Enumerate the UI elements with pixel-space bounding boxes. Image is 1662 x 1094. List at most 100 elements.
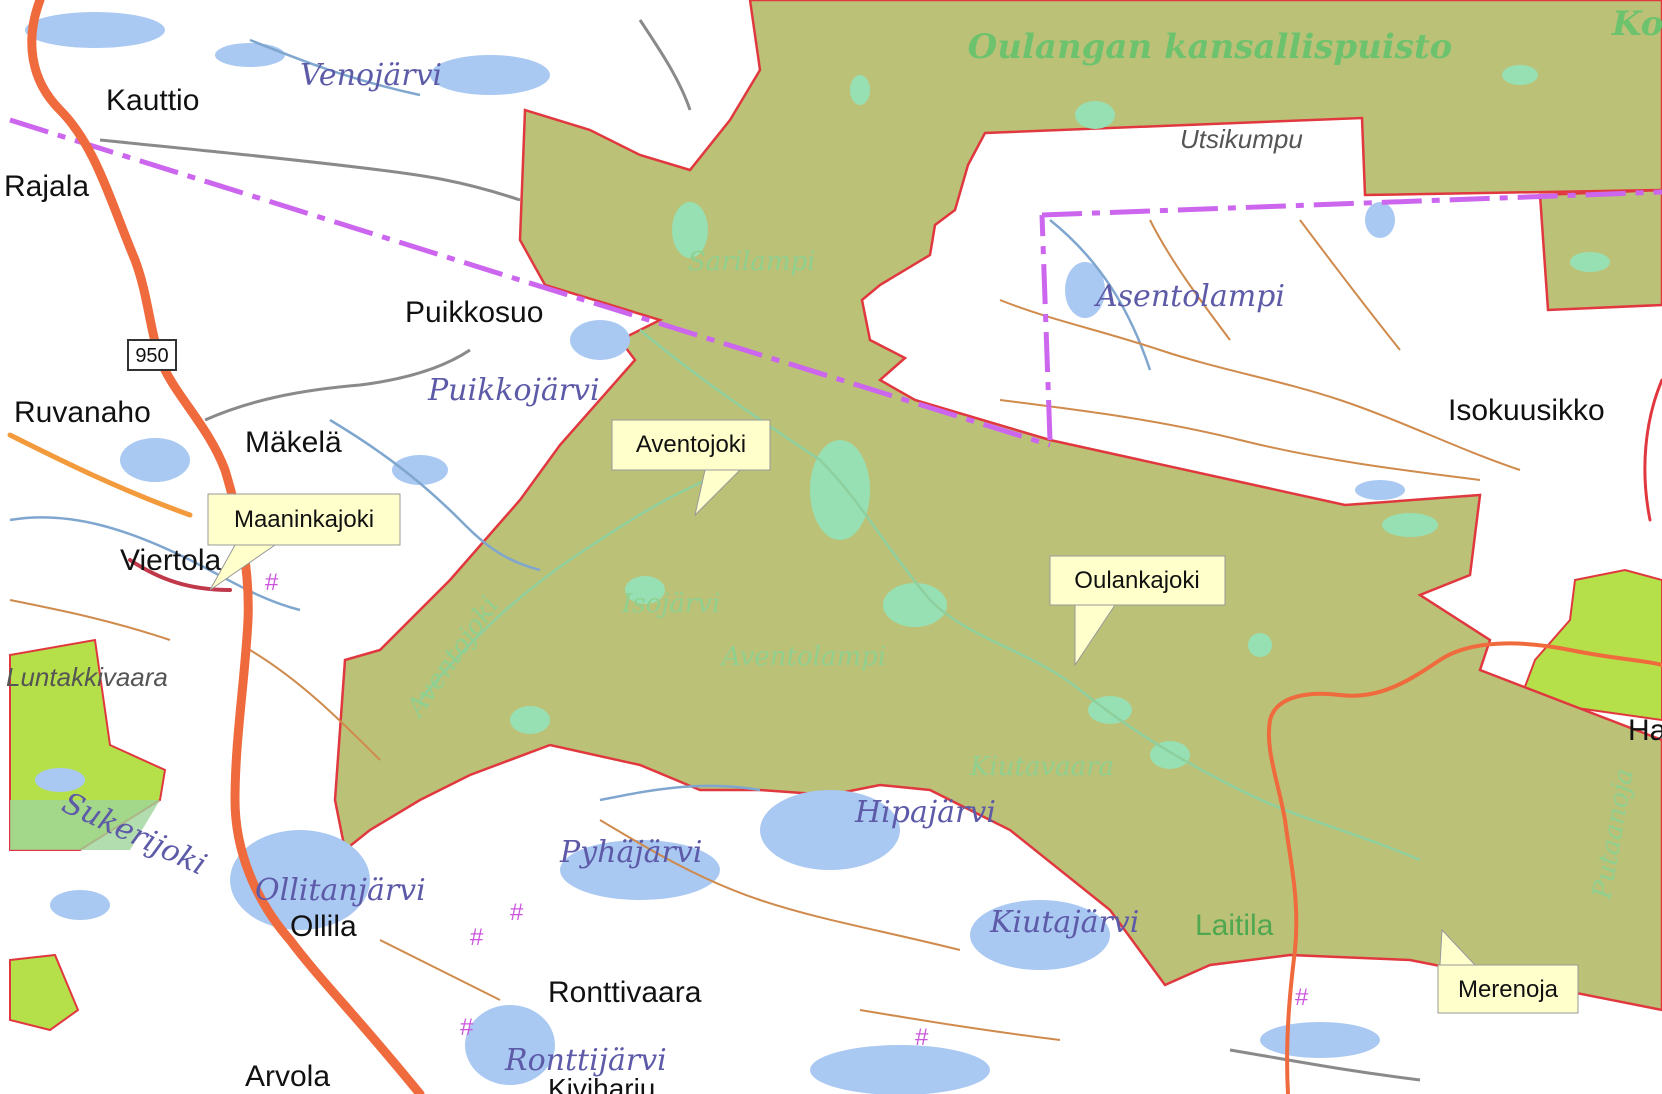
boundary-line-main: [9, 117, 1051, 448]
park-lake-1: [810, 440, 870, 540]
lake-venojarvi: [430, 55, 550, 95]
track-8: [379, 939, 501, 1001]
terrain-labels: Utsikumpu Luntakkivaara: [6, 124, 1303, 692]
label-ronttivaara: Ronttivaara: [548, 976, 702, 1009]
callout-merenoja-box: [1437, 964, 1579, 1014]
park-lake-6: [1502, 65, 1538, 85]
park-lake-isojarvi: [625, 576, 665, 604]
label-ollitanjarvi: Ollitanjärvi: [255, 873, 426, 908]
lakes: [25, 12, 1405, 1094]
label-kiutajarvi: Kiutajärvi: [989, 905, 1139, 940]
label-ronttijarvi: Ronttijärvi: [504, 1043, 667, 1078]
callout-maaninkajoki-label: Maaninkajoki: [234, 506, 374, 533]
callout-oulankajoki-label: Oulankajoki: [1074, 567, 1199, 594]
label-laitila: Laitila: [1195, 909, 1274, 942]
park-labels: Oulangan kansallispuisto Kol: [968, 4, 1662, 67]
place-labels: Kauttio Rajala Puikkosuo Ruvanaho Mäkelä…: [4, 84, 1662, 1094]
label-pyhajarvi: Pyhäjärvi: [559, 835, 702, 870]
callout-maaninkajoki-box: [207, 493, 401, 546]
track-2: [999, 399, 1481, 481]
park-polygon-right: [1538, 188, 1662, 312]
hash-marker-4: #: [460, 1014, 474, 1041]
road-orange-left: [7, 432, 193, 518]
grey-road-4: [1229, 1048, 1421, 1082]
label-utsikumpu: Utsikumpu: [1180, 124, 1303, 154]
reserve-right: [1518, 568, 1662, 722]
lake-hipajarvi: [760, 790, 900, 870]
track-9: [859, 1009, 1061, 1041]
label-isojarvi: Isojärvi: [621, 589, 720, 619]
road-red-right: [1643, 378, 1662, 522]
hash-marker-2: #: [510, 899, 524, 926]
lake-top-2: [215, 43, 285, 67]
road-shield-box: [127, 339, 177, 371]
track-4: [1299, 219, 1401, 351]
lake-bottom-1: [810, 1045, 990, 1094]
national-park-area: [333, 0, 1662, 1012]
lake-left-small-3: [35, 768, 85, 792]
callout-merenoja-label: Merenoja: [1458, 976, 1559, 1003]
park-lake-2: [883, 583, 947, 627]
track-5: [599, 819, 961, 951]
track-1: [999, 299, 1521, 471]
track-3: [1149, 219, 1231, 341]
grey-road-1: [99, 138, 521, 202]
label-viertola: Viertola: [120, 544, 221, 577]
callout-aventojoki-box: [611, 419, 771, 471]
callout-maaninkajoki[interactable]: Maaninkajoki: [207, 493, 401, 591]
label-rajala: Rajala: [4, 170, 89, 203]
lake-left-small-4: [50, 890, 110, 920]
callout-aventojoki-label: Aventojoki: [636, 431, 746, 458]
hash-markers: # # # # # #: [265, 569, 1309, 1051]
river-right-1: [1049, 219, 1152, 371]
reserve-bottom-left: [10, 800, 160, 850]
park-lake-7: [850, 75, 870, 105]
river-oulankajoki: [639, 329, 1421, 862]
lake-right-2: [1355, 480, 1405, 500]
label-aventolampi: Aventolampi: [720, 642, 886, 672]
label-puikkojarvi: Puikkojärvi: [427, 373, 600, 408]
label-makela: Mäkelä: [245, 426, 342, 459]
park-lake-sarilampi: [672, 202, 708, 258]
river-upper: [249, 38, 421, 97]
track-6: [249, 649, 381, 761]
hash-marker-6: #: [915, 1024, 929, 1051]
label-isokuusikko: Isokuusikko: [1448, 394, 1605, 427]
river-left-2: [329, 418, 541, 572]
road-shield-950: 950: [127, 339, 177, 371]
track-7: [9, 599, 171, 641]
lake-kiutajarvi: [970, 900, 1110, 970]
callout-oulankajoki[interactable]: Oulankajoki: [1049, 555, 1226, 667]
river-left-1: [9, 516, 301, 612]
park-lake-4: [1382, 513, 1438, 537]
park-lake-11: [1075, 101, 1115, 129]
label-kiutavaara: Kiutavaara: [969, 752, 1114, 782]
callout-merenoja[interactable]: Merenoja: [1437, 928, 1579, 1014]
boundary-line-top: [1041, 189, 1662, 218]
road-shield-number: 950: [135, 345, 168, 367]
callout-aventojoki[interactable]: Aventojoki: [611, 419, 771, 517]
park-lake-9: [1150, 741, 1190, 769]
label-kauttio: Kauttio: [106, 84, 199, 117]
label-corner: Kol: [1611, 4, 1662, 44]
grey-road-2: [204, 348, 471, 422]
label-ha: Ha: [1628, 714, 1662, 747]
grey-roads: [99, 19, 1421, 1082]
secondary-roads: [9, 219, 1521, 1041]
label-asentolampi: Asentolampi: [1093, 279, 1285, 314]
park-lake-10: [510, 706, 550, 734]
river-bottom: [599, 784, 761, 802]
reserve-left-small: [9, 953, 80, 1032]
lake-small-1: [120, 438, 190, 482]
lake-ronttijarvi: [465, 1005, 555, 1085]
hash-marker-1: #: [265, 569, 279, 596]
label-kivihariu: Kivihariu: [548, 1073, 655, 1094]
boundary-line-vertical: [1039, 214, 1053, 441]
label-arvola: Arvola: [245, 1060, 330, 1093]
hash-marker-5: #: [1295, 984, 1309, 1011]
park-lake-3: [1088, 696, 1132, 724]
label-sarilampi: Sarilampi: [688, 247, 816, 277]
hash-marker-3: #: [470, 924, 484, 951]
lake-top-left: [25, 12, 165, 48]
